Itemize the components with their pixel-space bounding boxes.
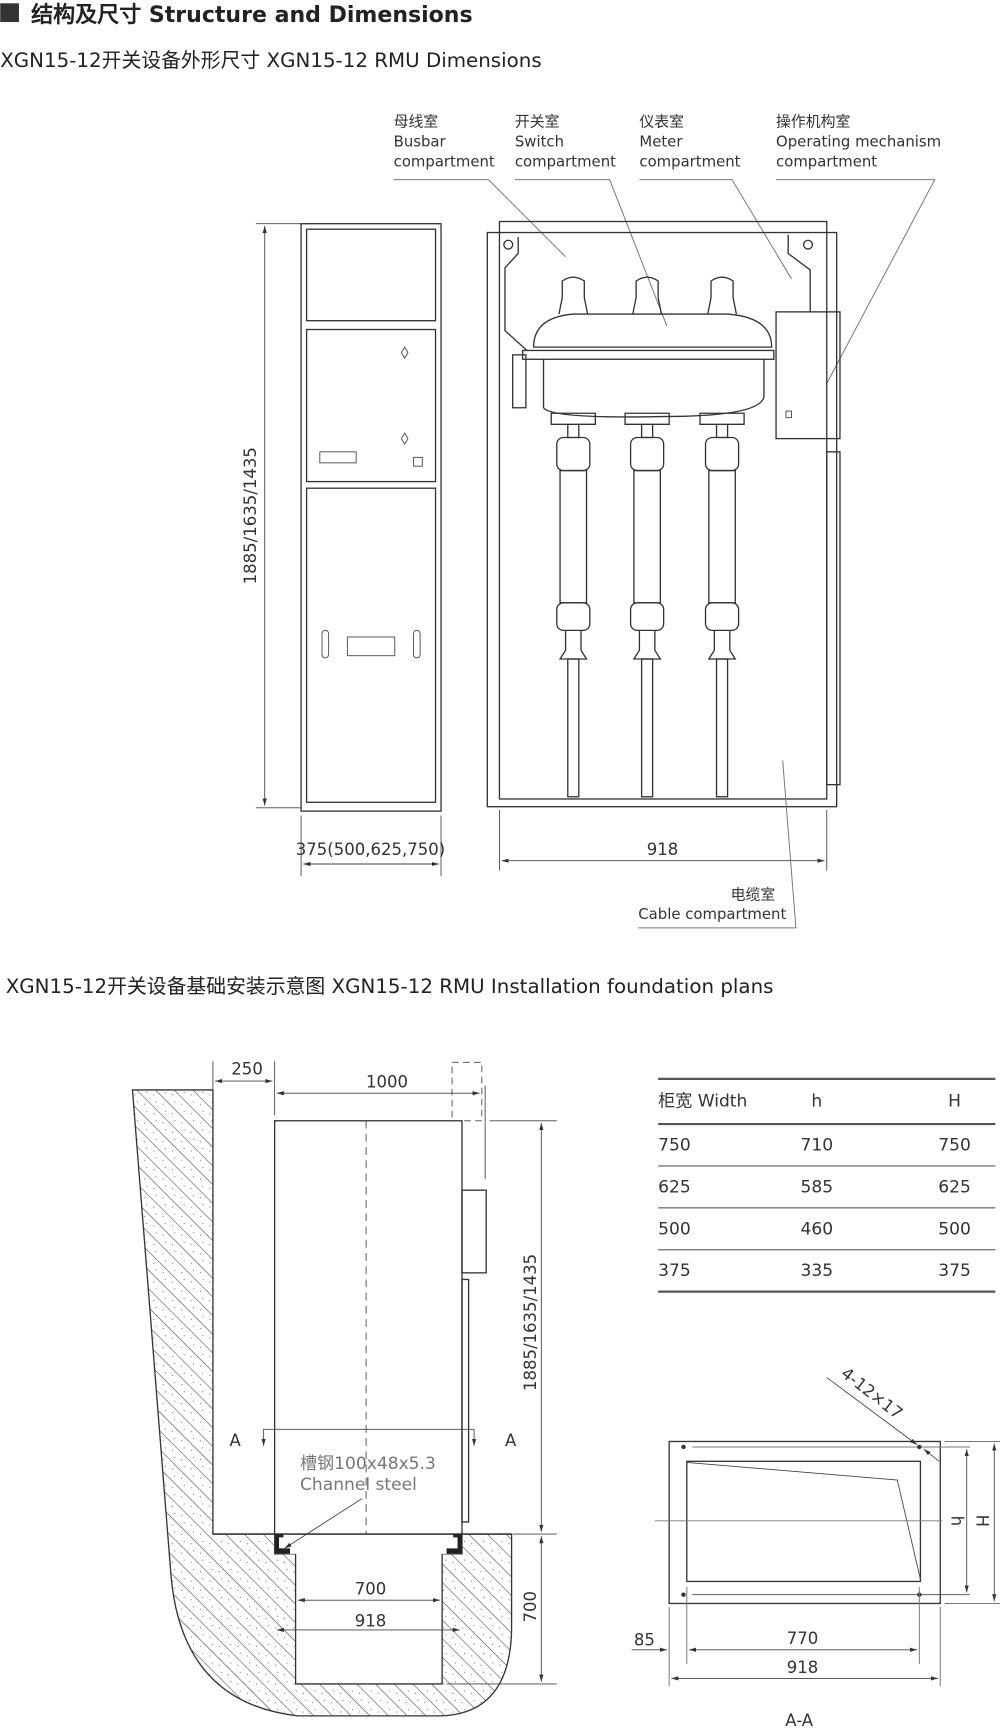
svg-text:Busbar: Busbar — [394, 133, 447, 151]
svg-text:250: 250 — [231, 1059, 263, 1078]
svg-text:710: 710 — [801, 1136, 834, 1156]
svg-text:h: h — [947, 1516, 966, 1526]
svg-text:母线室: 母线室 — [394, 113, 439, 131]
side-depth-dimension: 918 — [499, 809, 828, 871]
svg-text:1000: 1000 — [366, 1073, 408, 1092]
svg-text:1885/1635/1435: 1885/1635/1435 — [521, 1254, 540, 1391]
channel-steel-label: 槽钢100x48x5.3 Channel steel — [284, 1454, 436, 1549]
svg-text:Cable compartment: Cable compartment — [638, 905, 786, 923]
svg-text:Operating mechanism: Operating mechanism — [776, 133, 941, 151]
phase-poles — [550, 276, 745, 798]
front-view-cabinet — [300, 223, 442, 812]
svg-text:700: 700 — [355, 1580, 387, 1599]
compartment-label-operating: 操作机构室 Operating mechanism compartment — [776, 113, 941, 384]
svg-text:电缆室: 电缆室 — [731, 885, 776, 903]
svg-text:A: A — [505, 1431, 517, 1450]
svg-text:85: 85 — [634, 1630, 655, 1649]
svg-text:500: 500 — [938, 1219, 971, 1239]
svg-text:585: 585 — [801, 1177, 834, 1197]
table-header: 柜宽 Width h H — [658, 1091, 961, 1111]
dimensions-subtitle: XGN15-12开关设备外形尺寸 XGN15-12 RMU Dimensions — [0, 49, 541, 72]
compartment-label-meter: 仪表室 Meter compartment — [639, 113, 792, 280]
svg-text:H: H — [973, 1515, 992, 1527]
compartment-label-switch: 开关室 Switch compartment — [514, 113, 668, 327]
section-title: 结构及尺寸 Structure and Dimensions — [31, 2, 473, 28]
foundation-dimensions: 250 1000 1885/1635/1435 700 700 918 — [212, 1059, 557, 1685]
side-view-cabinet — [486, 220, 841, 808]
svg-text:槽钢100x48x5.3: 槽钢100x48x5.3 — [300, 1454, 436, 1474]
svg-text:h: h — [811, 1091, 822, 1111]
svg-text:625: 625 — [938, 1177, 971, 1197]
bolt-hole-icon — [681, 1444, 922, 1597]
svg-text:操作机构室: 操作机构室 — [776, 113, 850, 131]
section-caption: A-A — [785, 1711, 814, 1728]
svg-text:仪表室: 仪表室 — [639, 113, 684, 131]
svg-text:770: 770 — [787, 1629, 819, 1648]
table-row: 625 585 625 — [658, 1177, 971, 1197]
svg-text:750: 750 — [938, 1136, 971, 1156]
svg-text:375: 375 — [658, 1261, 691, 1281]
svg-text:375: 375 — [938, 1261, 971, 1281]
svg-text:柜宽 Width: 柜宽 Width — [658, 1091, 747, 1111]
svg-text:Switch: Switch — [515, 133, 564, 151]
svg-text:compartment: compartment — [515, 152, 616, 170]
svg-text:918: 918 — [647, 840, 679, 859]
svg-text:375(500,625,750): 375(500,625,750) — [296, 840, 445, 859]
svg-text:335: 335 — [801, 1261, 834, 1281]
section-bullet-icon — [0, 3, 19, 23]
svg-text:Channel steel: Channel steel — [300, 1475, 417, 1495]
cable-compartment-label: 电缆室 Cable compartment — [638, 760, 797, 929]
svg-text:750: 750 — [658, 1136, 691, 1156]
table-row: 750 710 750 — [658, 1136, 971, 1156]
svg-text:1885/1635/1435: 1885/1635/1435 — [241, 447, 260, 584]
svg-text:918: 918 — [787, 1658, 819, 1677]
foundation-plan — [131, 1061, 513, 1717]
svg-text:compartment: compartment — [639, 152, 740, 170]
svg-text:918: 918 — [355, 1612, 387, 1631]
table-row: 375 335 375 — [658, 1261, 971, 1281]
section-line-a-a: A A — [229, 1428, 517, 1450]
svg-text:625: 625 — [658, 1177, 691, 1197]
svg-text:500: 500 — [658, 1219, 691, 1239]
table-row: 500 460 500 — [658, 1219, 971, 1239]
svg-text:700: 700 — [521, 1591, 540, 1623]
front-height-dimension: 1885/1635/1435 — [241, 223, 302, 809]
foundation-subtitle: XGN15-12开关设备基础安装示意图 XGN15-12 RMU Install… — [6, 975, 774, 998]
svg-text:460: 460 — [801, 1219, 834, 1239]
svg-text:开关室: 开关室 — [515, 113, 560, 131]
front-width-dimension: 375(500,625,750) — [296, 815, 445, 877]
section-a-a-plan: 4-12×17 h H 85 770 918 A-A — [631, 1364, 1000, 1728]
svg-text:compartment: compartment — [776, 152, 877, 170]
svg-text:H: H — [948, 1091, 961, 1111]
compartment-label-busbar: 母线室 Busbar compartment — [393, 113, 566, 258]
svg-text:A: A — [229, 1431, 241, 1450]
svg-text:compartment: compartment — [394, 152, 495, 170]
svg-text:Meter: Meter — [639, 133, 683, 151]
width-dimension-table: 柜宽 Width h H 750 710 750 625 585 625 500… — [658, 1077, 996, 1293]
